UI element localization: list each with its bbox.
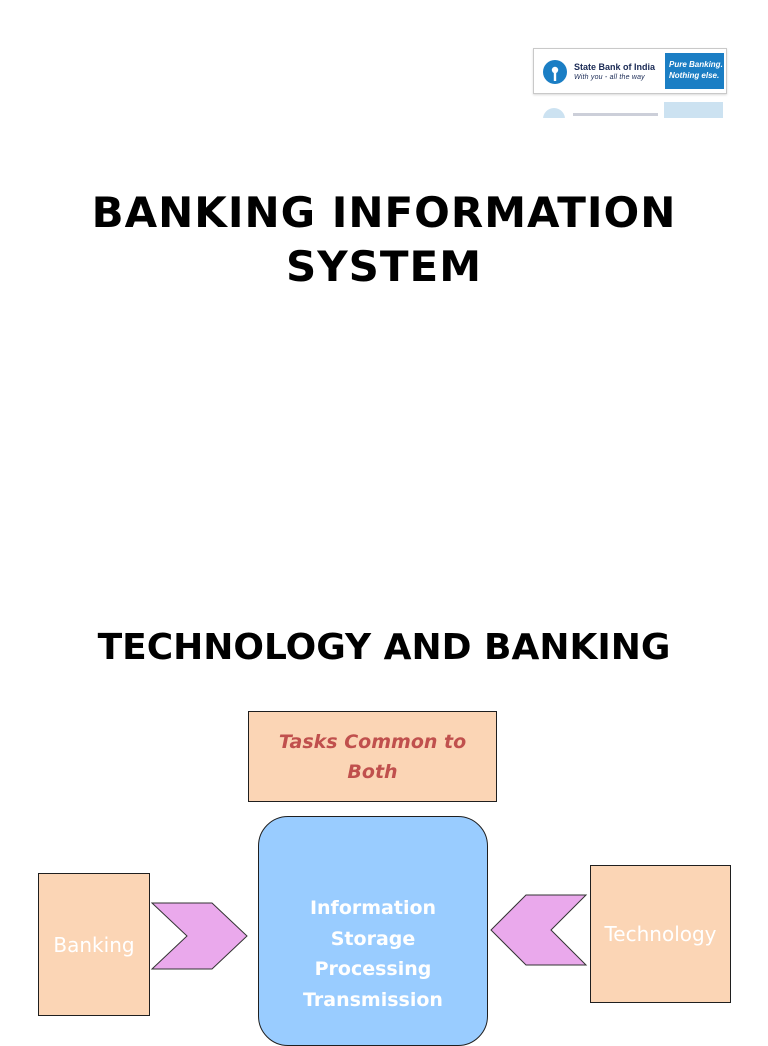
sbi-emblem-icon xyxy=(543,60,567,84)
banking-box: Banking xyxy=(38,873,150,1016)
logo-reflection xyxy=(533,96,727,118)
technology-box: Technology xyxy=(590,865,731,1003)
banking-label: Banking xyxy=(53,932,135,957)
center-item-transmission: Transmission xyxy=(303,988,443,1011)
center-item-storage: Storage xyxy=(330,927,416,950)
center-functions-box xyxy=(258,816,488,1046)
right-chevron-icon xyxy=(151,902,248,970)
logo-banner: State Bank of India With you - all the w… xyxy=(533,48,727,94)
tasks-common-line-1: Tasks Common to xyxy=(278,730,467,753)
page-title: BANKING INFORMATION SYSTEM xyxy=(0,186,768,294)
tasks-common-line-2: Both xyxy=(347,760,398,783)
section-title: TECHNOLOGY AND BANKING xyxy=(97,627,671,668)
logo-slogan: Pure Banking. Nothing else. xyxy=(665,53,724,89)
logo-slogan-line2: Nothing else. xyxy=(669,71,720,80)
logo-tagline: With you - all the way xyxy=(574,74,645,81)
center-functions-list: Information Storage Processing Transmiss… xyxy=(258,893,488,1015)
tasks-common-box: Tasks Common to Both xyxy=(248,711,497,802)
title-line-1: BANKING INFORMATION xyxy=(91,188,677,237)
title-line-2: SYSTEM xyxy=(285,242,483,291)
left-chevron-icon xyxy=(490,894,588,966)
sbi-logo: State Bank of India With you - all the w… xyxy=(533,48,727,118)
center-item-information: Information xyxy=(309,897,437,919)
center-item-processing: Processing xyxy=(314,958,432,980)
logo-slogan-line1: Pure Banking. xyxy=(669,60,723,69)
technology-label: Technology xyxy=(604,922,717,946)
logo-bank-name: State Bank of India xyxy=(574,62,656,72)
